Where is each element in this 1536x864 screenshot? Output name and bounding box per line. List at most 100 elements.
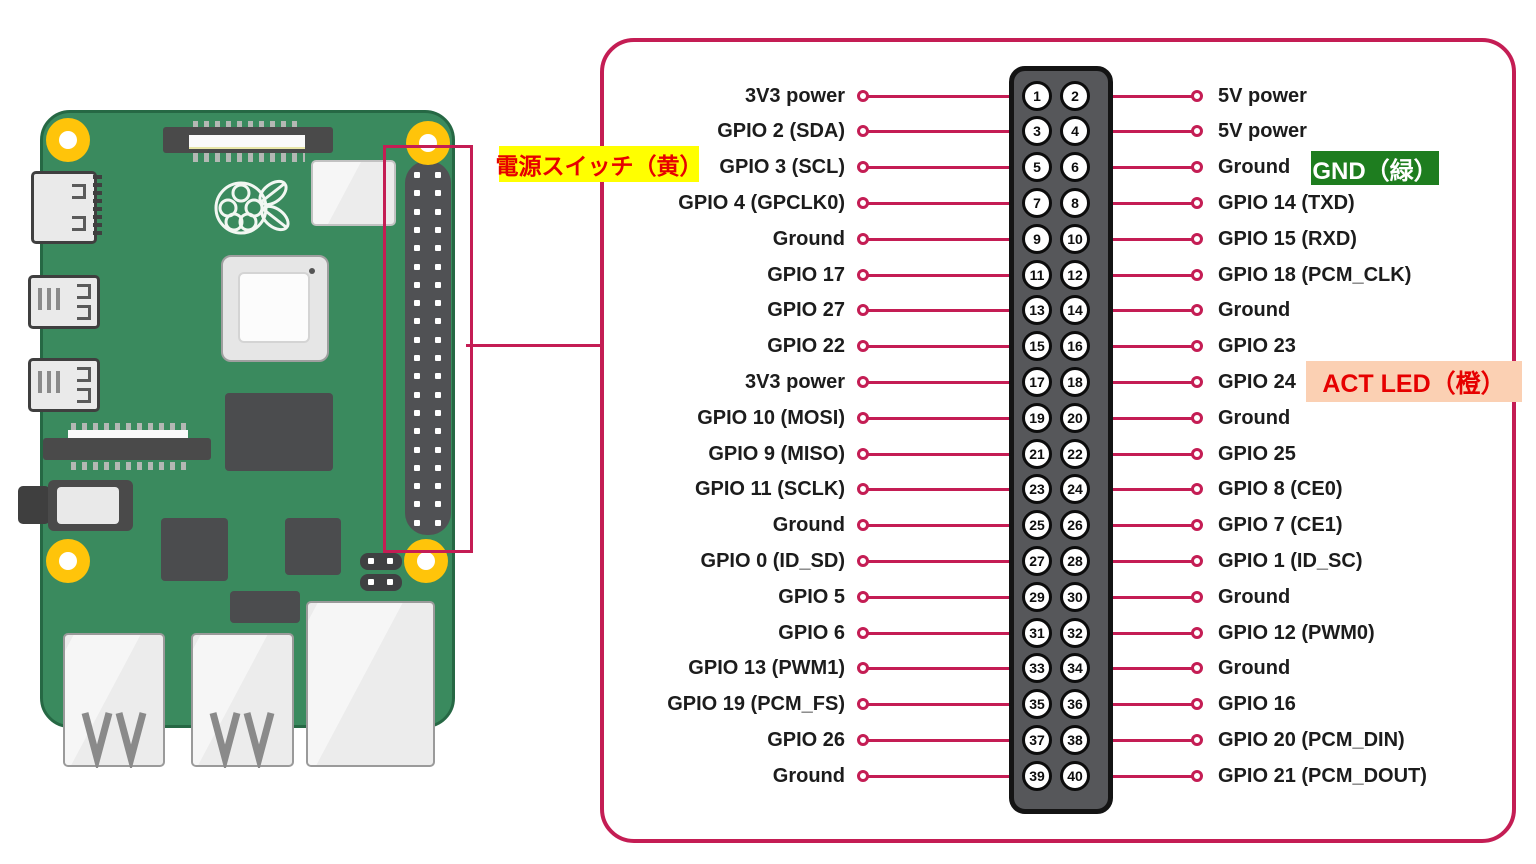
pin-number-right: 18 (1060, 367, 1090, 397)
pin-wire-right (1088, 488, 1192, 491)
wire-terminal-dot (1191, 304, 1203, 316)
usb-controller-chip (161, 518, 228, 581)
pin-number-right: 26 (1060, 510, 1090, 540)
pin-label-right: GPIO 18 (PCM_CLK) (1218, 264, 1412, 286)
micro-hdmi-port-0 (28, 275, 100, 329)
pin-number-left: 11 (1022, 260, 1052, 290)
pin-wire-right (1088, 775, 1192, 778)
pin-label-left: GPIO 6 (778, 622, 845, 644)
gpio-header-pin (414, 428, 420, 434)
pin-number-left: 21 (1022, 439, 1052, 469)
gpio-header-pin (414, 447, 420, 453)
act-led-annotation: ACT LED（橙） (1306, 361, 1522, 402)
pin-number-left: 5 (1022, 152, 1052, 182)
ethernet-controller-chip (285, 518, 341, 575)
ribbon-teeth (193, 121, 303, 129)
pin-wire-left (866, 596, 1024, 599)
raspberry-pi-logo-icon (214, 179, 290, 235)
gpio-header-pin (414, 209, 420, 215)
poe-header (360, 553, 402, 593)
wire-terminal-dot (857, 734, 869, 746)
gpio-header-pin (435, 501, 441, 507)
wifi-module (311, 160, 396, 226)
gpio-header-pin (414, 190, 420, 196)
pin-number-right: 10 (1060, 224, 1090, 254)
pin-label-left: GPIO 10 (MOSI) (697, 407, 845, 429)
gpio-header-pin (435, 447, 441, 453)
pin-label-right: Ground (1218, 156, 1291, 178)
gpio-header-pin (414, 337, 420, 343)
pin-wire-right (1088, 596, 1192, 599)
pin-wire-right (1088, 166, 1192, 169)
pin-number-right: 30 (1060, 582, 1090, 612)
poe-header-row (360, 553, 402, 570)
gpio-header-pin (414, 465, 420, 471)
highlight-connector-line (466, 344, 602, 347)
pin-number-left: 13 (1022, 295, 1052, 325)
pin-number-right: 36 (1060, 689, 1090, 719)
wire-terminal-dot (857, 627, 869, 639)
pin-wire-right (1088, 667, 1192, 670)
pin-wire-left (866, 739, 1024, 742)
pin-wire-right (1088, 703, 1192, 706)
wire-terminal-dot (1191, 125, 1203, 137)
gpio-header-pin (435, 227, 441, 233)
gpio-header-pin (435, 245, 441, 251)
pin-wire-right (1088, 274, 1192, 277)
wire-terminal-dot (857, 662, 869, 674)
pin-wire-left (866, 345, 1024, 348)
gpio-header-pin (435, 209, 441, 215)
gpio-header-pin (414, 245, 420, 251)
gpio-header-pin (414, 318, 420, 324)
pin-label-right: 5V power (1218, 120, 1307, 142)
pin-number-left: 25 (1022, 510, 1052, 540)
pin-wire-right (1088, 417, 1192, 420)
pin-number-right: 38 (1060, 725, 1090, 755)
gpio-header-pin (435, 355, 441, 361)
mounting-hole (46, 118, 90, 162)
wire-terminal-dot (857, 376, 869, 388)
mounting-hole (404, 539, 448, 583)
pin-label-right: GPIO 8 (CE0) (1218, 478, 1343, 500)
wire-terminal-dot (1191, 90, 1203, 102)
pin-wire-left (866, 309, 1024, 312)
usb-c-power-port (31, 171, 97, 244)
gpio-header-pin (414, 264, 420, 270)
pin-label-left: 3V3 power (744, 371, 845, 393)
port-contact (77, 367, 91, 382)
pin-wire-right (1088, 739, 1192, 742)
wire-terminal-dot (857, 483, 869, 495)
wire-terminal-dot (1191, 161, 1203, 173)
gpio-header-highlight-box (383, 145, 473, 553)
pin-number-right: 4 (1060, 116, 1090, 146)
pin-wire-right (1088, 202, 1192, 205)
pin-label-right: GPIO 15 (RXD) (1218, 228, 1357, 250)
gpio-header-pin (414, 300, 420, 306)
pin-wire-left (866, 560, 1024, 563)
pin-number-right: 8 (1060, 188, 1090, 218)
wire-terminal-dot (1191, 483, 1203, 495)
pin-label-right: GPIO 23 (1218, 335, 1296, 357)
port-contact (72, 184, 86, 199)
wire-terminal-dot (857, 591, 869, 603)
wire-terminal-dot (857, 161, 869, 173)
pin-number-right: 34 (1060, 653, 1090, 683)
gpio-header-pin (435, 428, 441, 434)
pin-number-left: 37 (1022, 725, 1052, 755)
wire-terminal-dot (1191, 734, 1203, 746)
soc-chip (221, 255, 329, 362)
gpio-header-pin (435, 318, 441, 324)
pin-label-left: Ground (772, 765, 845, 787)
port-contact (77, 305, 91, 320)
pin-label-right: Ground (1218, 657, 1291, 679)
pin-number-right: 6 (1060, 152, 1090, 182)
pin-number-left: 27 (1022, 546, 1052, 576)
wire-terminal-dot (857, 412, 869, 424)
gpio-header-pin (435, 172, 441, 178)
pin-wire-right (1088, 345, 1192, 348)
pin-label-right: 5V power (1218, 85, 1307, 107)
wire-terminal-dot (857, 698, 869, 710)
ribbon-teeth (193, 153, 305, 162)
pin-number-left: 19 (1022, 403, 1052, 433)
wire-terminal-dot (1191, 448, 1203, 460)
